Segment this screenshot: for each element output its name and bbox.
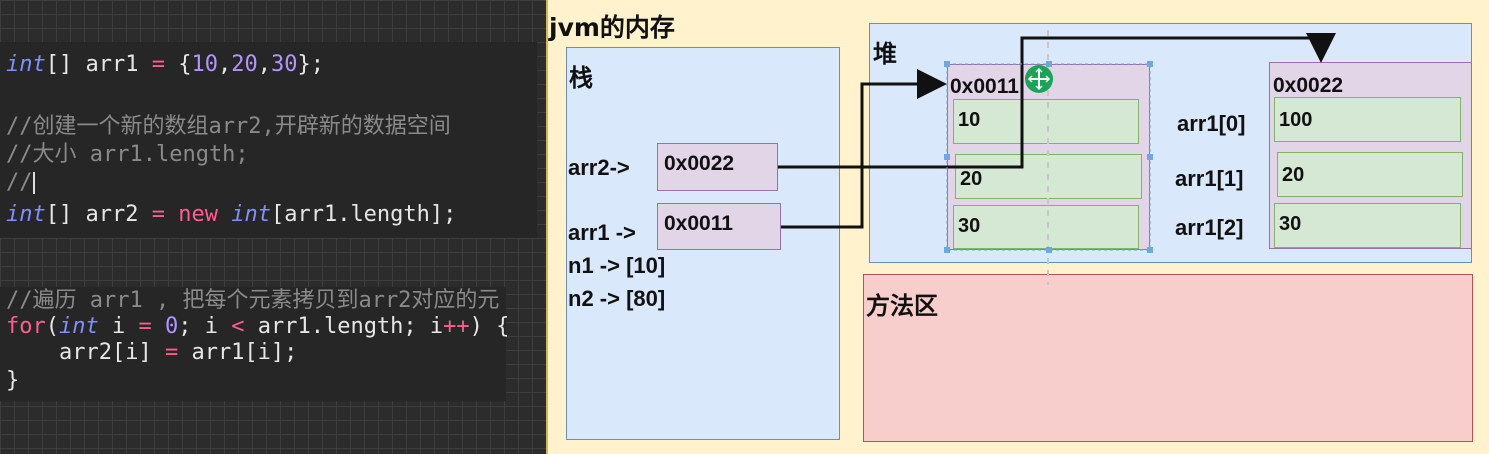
code-token: [] arr2 (45, 202, 152, 227)
heap-title: 堆 (873, 40, 897, 68)
index-label-0: arr1[0] (1177, 111, 1246, 136)
method-area-title: 方法区 (866, 292, 938, 320)
code-token: //大小 arr1.length; (6, 142, 249, 167)
code-line: for(int i = 0; i < arr1.length; i++) { (6, 314, 509, 340)
code-token: arr2[i] (6, 340, 165, 365)
stack-title: 栈 (569, 64, 593, 92)
code-line: arr2[i] = arr1[i]; (6, 340, 297, 366)
code-token: arr1.length; i (244, 314, 444, 339)
code-token: // (6, 170, 33, 195)
code-token: arr1[i]; (178, 340, 298, 365)
code-line: //大小 arr1.length; (6, 142, 249, 168)
code-token: 30 (270, 52, 298, 77)
selection-handles[interactable] (944, 61, 1153, 253)
code-token: //创建一个新的数组arr2,开辟新的数据空间 (6, 114, 451, 139)
array1-cell-2[interactable]: 30 (953, 205, 1139, 249)
n2-label: n2 -> [80] (568, 286, 666, 311)
arrow-icon (778, 33, 1336, 169)
code-token: ; i (178, 314, 232, 339)
array2-cell-1[interactable]: 20 (1277, 152, 1463, 197)
code-token: 20 (231, 52, 258, 77)
index-label-1: arr1[1] (1175, 166, 1244, 191)
code-token: int (59, 314, 99, 339)
code-token: } (6, 368, 20, 393)
code-token: [arr1.length]; (270, 202, 457, 227)
code-token: ++ (443, 314, 470, 339)
array2-cell-2[interactable]: 30 (1274, 203, 1461, 248)
code-token: , (217, 52, 232, 77)
code-token: = (151, 52, 165, 77)
arr2-address-box[interactable]: 0x0022 (657, 143, 778, 191)
code-token: = (151, 202, 165, 227)
heap-array1-address: 0x0011 (950, 75, 1019, 98)
code-line: // (6, 170, 35, 196)
code-token: [] arr1 (45, 52, 152, 77)
code-line: int[] arr1 = {10,20,30}; (6, 52, 324, 78)
code-line: } (6, 368, 19, 394)
arrow-icon (781, 69, 947, 229)
code-token: }; (297, 52, 324, 77)
code-token: < (231, 314, 245, 339)
arr1-address-box[interactable]: 0x0011 (657, 203, 781, 250)
array1-cell-0[interactable]: 10 (953, 99, 1139, 144)
code-token: int (231, 202, 271, 227)
text-cursor (32, 172, 35, 194)
code-block-declaration: int[] arr1 = {10,20,30};//创建一个新的数组arr2,开… (0, 42, 537, 238)
array2-cell-0[interactable]: 100 (1274, 97, 1461, 142)
code-token: 0 (165, 314, 179, 339)
code-line: int[] arr2 = new int[arr1.length]; (6, 202, 456, 228)
move-handle-icon[interactable] (1025, 65, 1053, 93)
code-token: i (98, 314, 139, 339)
code-token: new (178, 202, 218, 227)
code-token: , (257, 52, 271, 77)
heap-array2-address: 0x0022 (1273, 74, 1344, 97)
code-line: //遍历 arr1 , 把每个元素拷贝到arr2对应的元 (6, 288, 499, 314)
index-label-2: arr1[2] (1175, 215, 1244, 240)
arr1-label: arr1 -> (568, 220, 636, 245)
code-token: = (164, 340, 179, 365)
code-token: ) { (469, 314, 510, 339)
arr2-label: arr2-> (568, 155, 630, 180)
n1-label: n1 -> [10] (568, 253, 666, 278)
jvm-title: jvm的内存 (549, 13, 675, 42)
code-token: int (6, 52, 46, 77)
code-token: 10 (191, 52, 218, 77)
code-line: //创建一个新的数组arr2,开辟新的数据空间 (6, 114, 451, 140)
code-token: { (164, 52, 192, 77)
code-token: for (6, 314, 46, 339)
method-area-region (863, 274, 1473, 442)
code-token: int (6, 202, 46, 227)
code-token: = (138, 314, 152, 339)
code-token: //遍历 arr1 , 把每个元素拷贝到arr2对应的元 (6, 288, 500, 313)
code-token: ( (45, 314, 59, 339)
